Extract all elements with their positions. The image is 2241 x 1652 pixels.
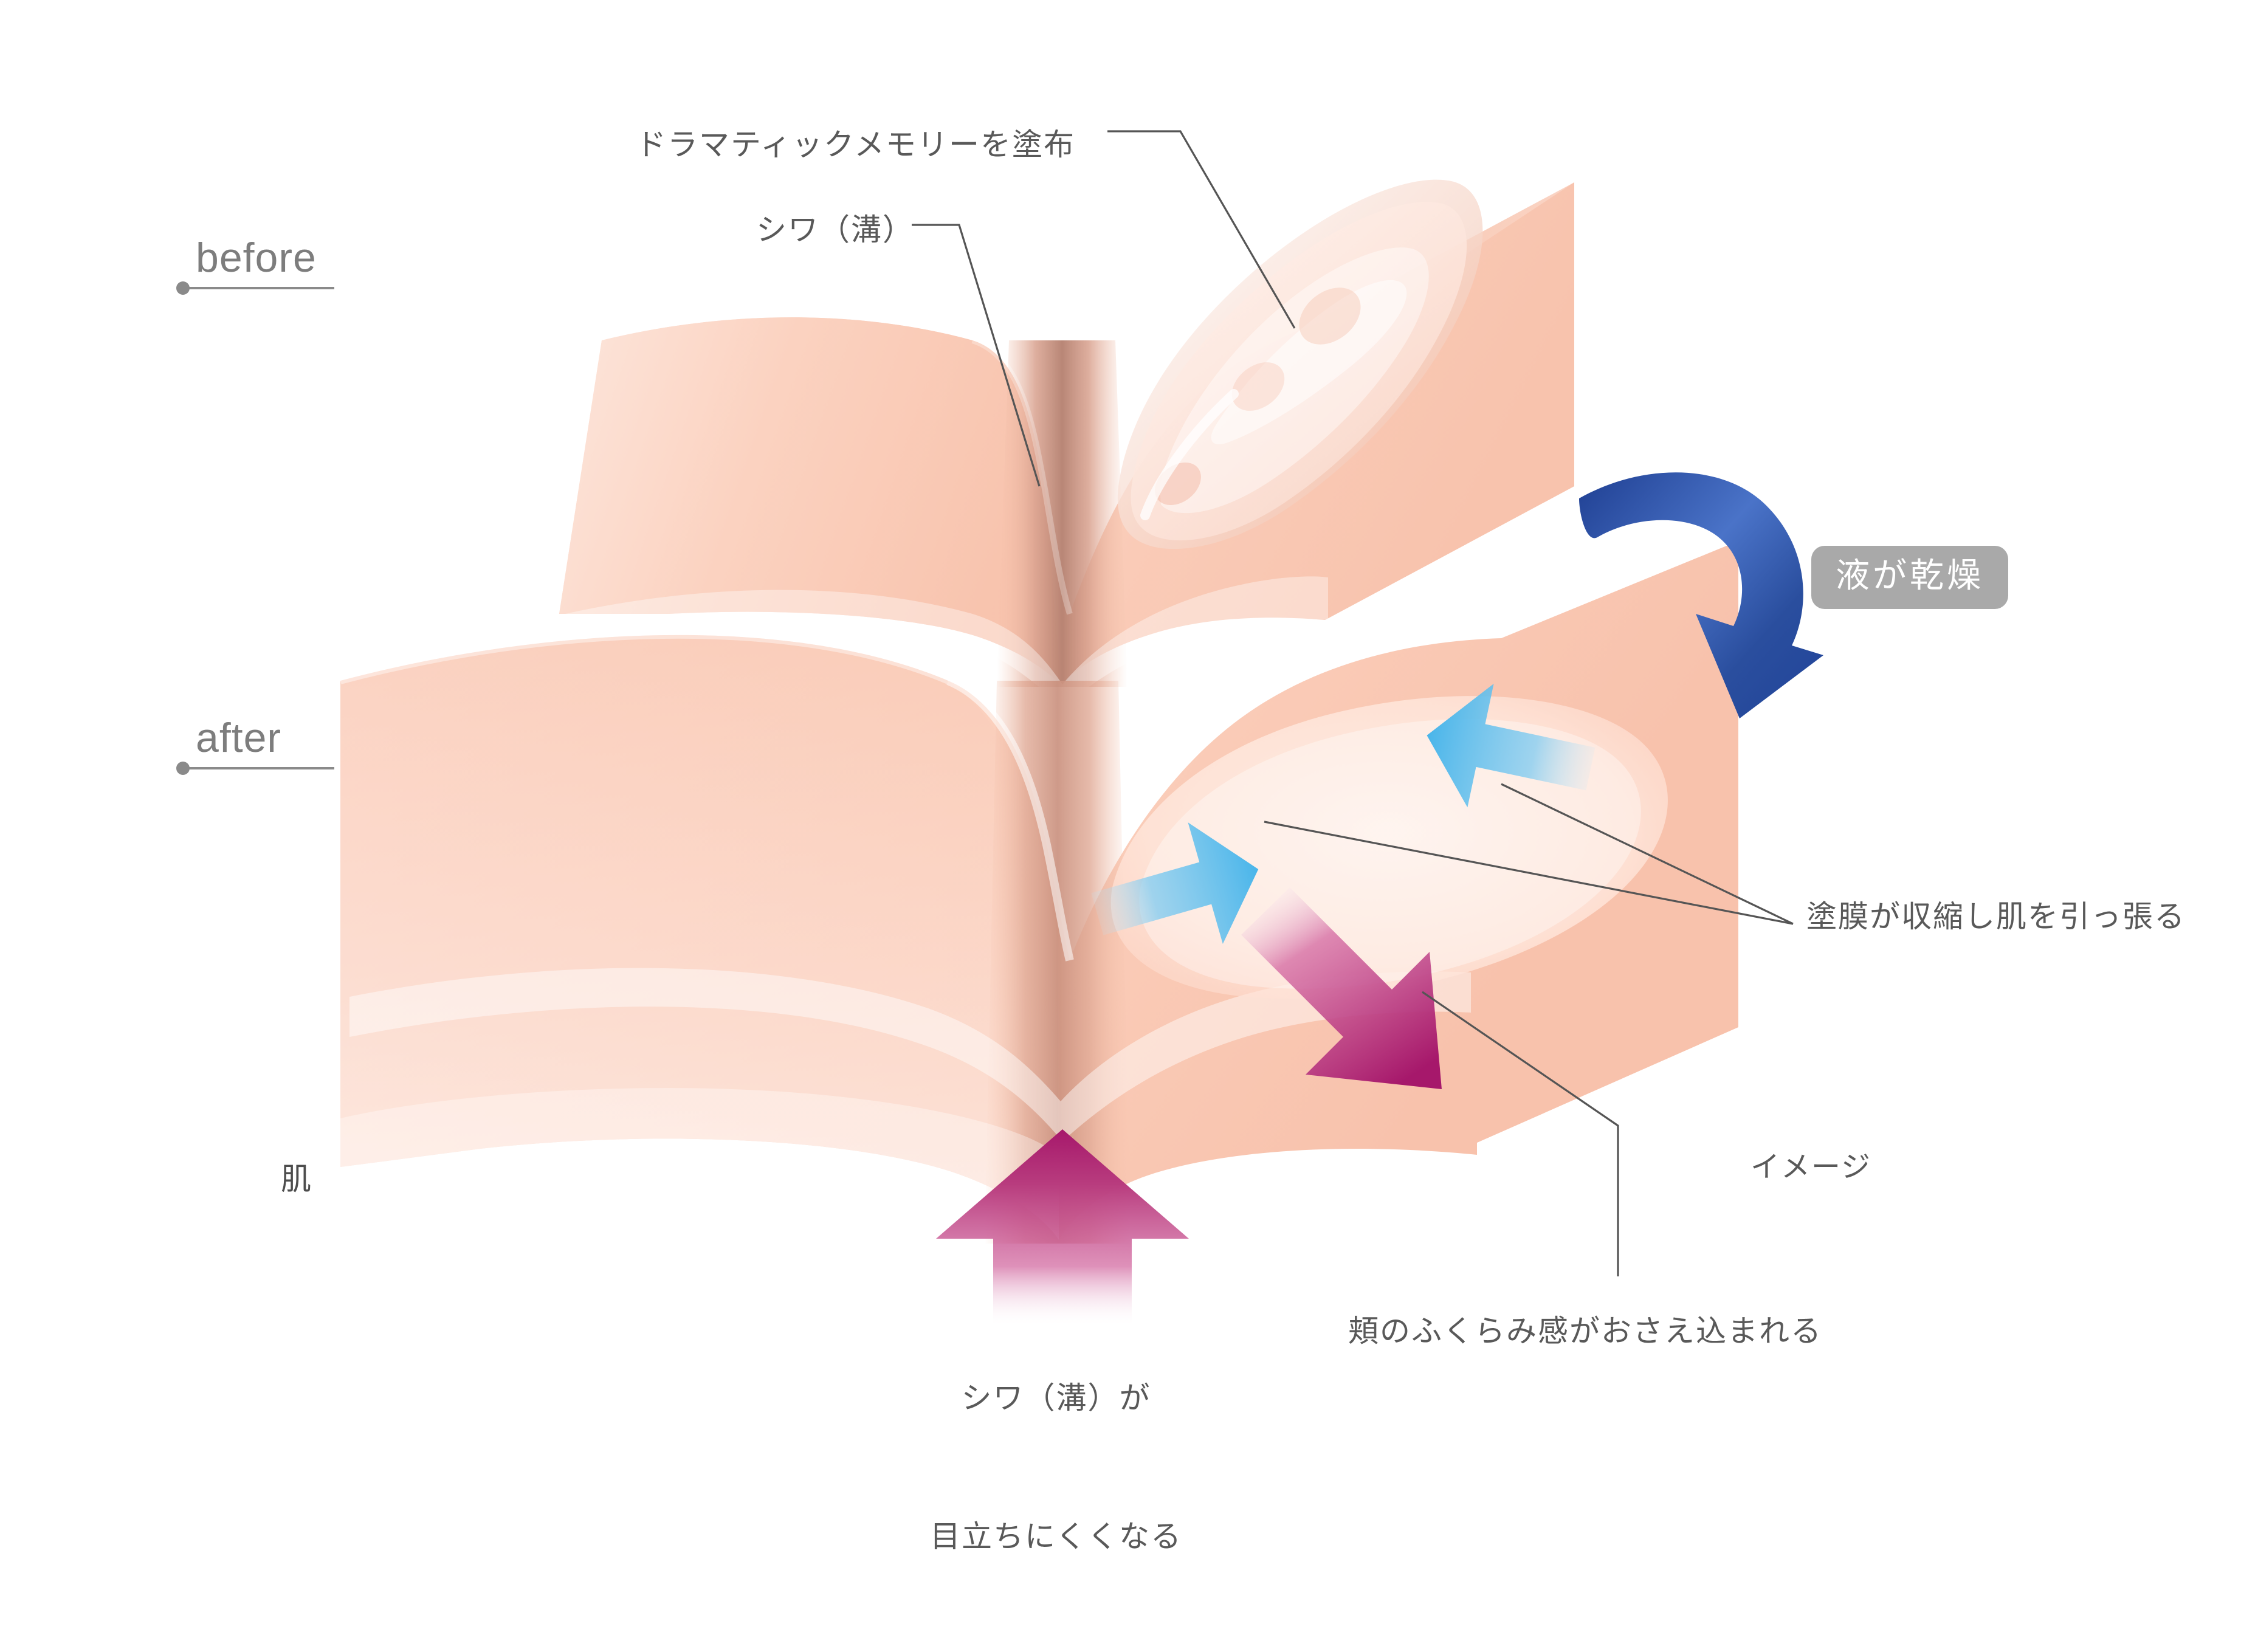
serum-blob [1117,179,1483,549]
leader-cheek [1422,991,1619,1276]
leader-wrinkle-groove [912,224,1041,487]
status-badge-liquid-dries: 液が乾燥 [1811,546,2008,609]
blue-curved-arrow-icon [1579,472,1823,718]
magenta-arrow-down-icon [1241,887,1442,1089]
leader-film-a [1264,821,1794,925]
stage-marker-before: before [176,235,334,295]
stage-label-after: after [196,715,282,761]
skin-cross-section-svg [339,130,1823,1325]
annotation-apply-serum: ドラマティックメモリーを塗布 [636,128,1075,162]
annotation-cheek-suppressed: 頬のふくらみ感がおさえ込まれる [1348,1314,1822,1348]
annotation-film-contracts: 塗膜が収縮し肌を引っ張る [1806,900,2186,934]
leader-film-b [1501,783,1794,925]
annotation-wrinkle-less-line2: 目立ちにくくなる [930,1519,1182,1554]
leader-apply-serum [1107,130,1296,329]
leader-lines [912,130,1794,1276]
annotation-skin: 肌 [281,1162,311,1196]
annotation-wrinkle-groove: シワ（溝） [756,213,914,247]
illustration-canvas: before after ドラマティックメモリーを塗布 シワ（溝） 塗膜が収縮し… [176,128,2186,1554]
stage-marker-after: after [176,715,334,775]
stage-rule-after [176,762,334,775]
stage-rule-before [176,281,334,295]
light-blue-arrow-left-icon [1427,683,1596,808]
before-skin-block [559,182,1574,709]
annotation-wrinkle-less-visible: シワ（溝）が 目立ちにくくなる [930,1282,1182,1652]
light-blue-arrow-right-icon [1091,822,1259,945]
stage-label-before: before [196,235,317,281]
annotation-image-disclaimer: イメージ [1750,1151,1872,1183]
magenta-arrow-up-icon [936,1129,1189,1325]
annotation-wrinkle-less-line1: シワ（溝）が [961,1381,1151,1415]
